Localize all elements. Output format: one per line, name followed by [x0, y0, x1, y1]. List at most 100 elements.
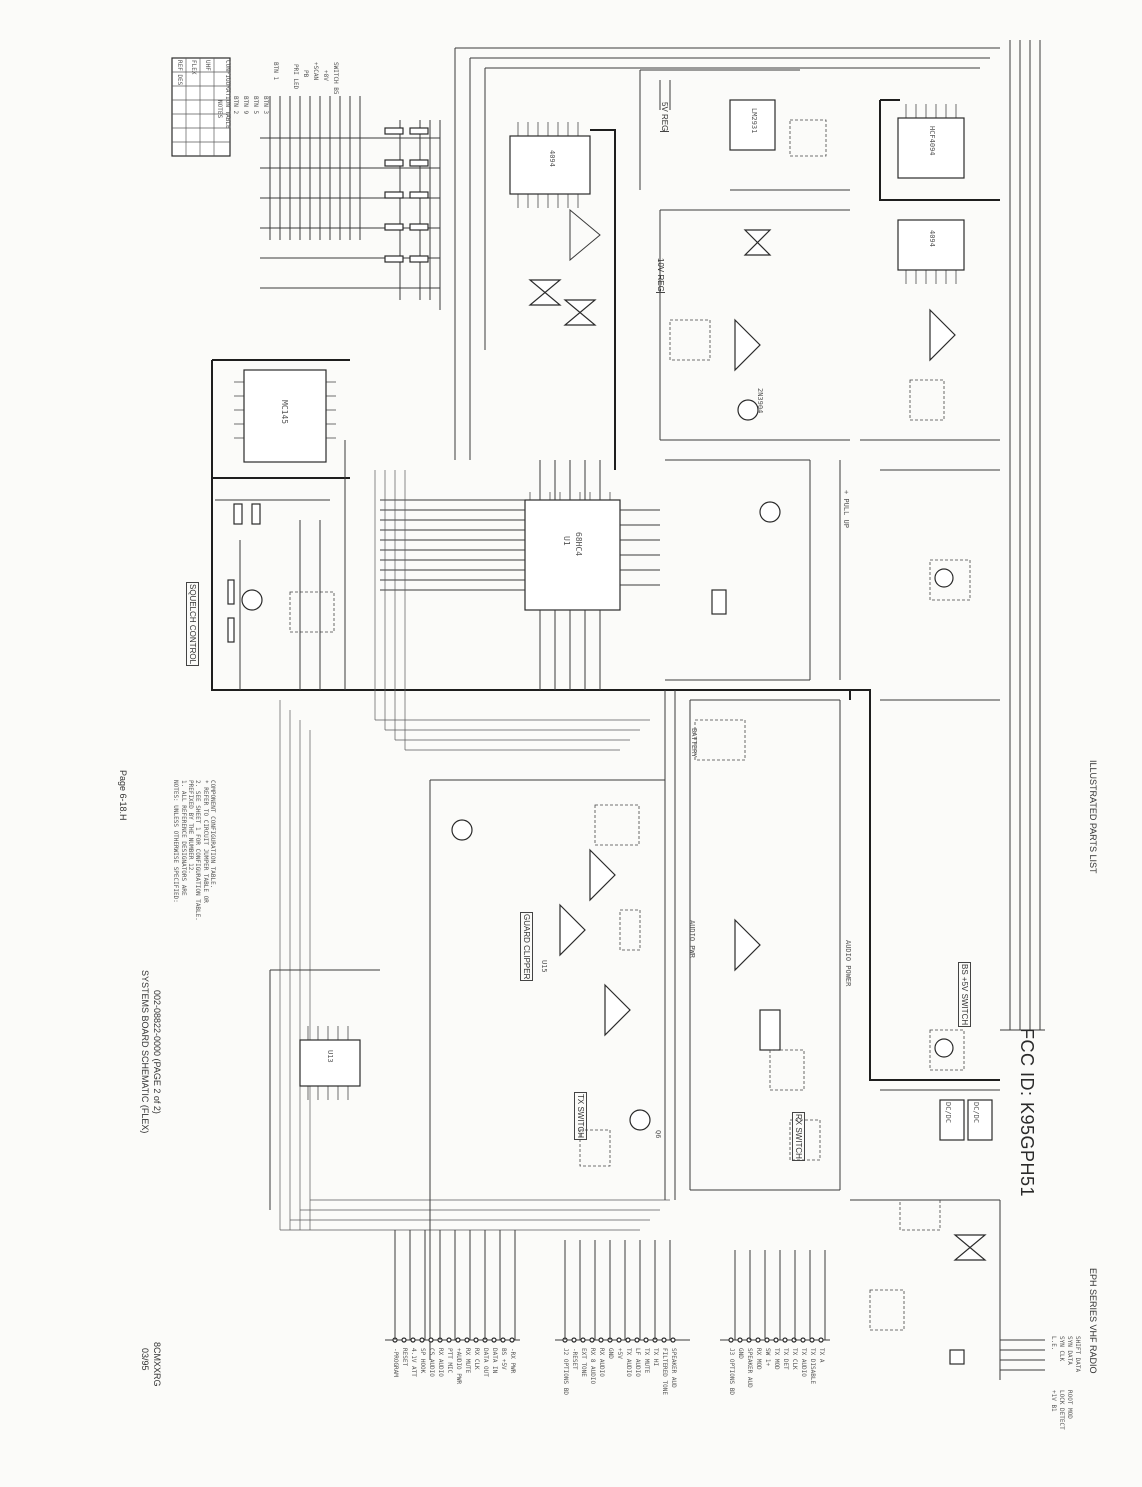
connector-pin: [464, 1337, 470, 1343]
battery-label: BATTERY: [690, 728, 698, 758]
switch-input-pins: [260, 96, 441, 310]
connector-pin: [661, 1337, 667, 1343]
connector-pin-label: TX HI: [652, 1348, 659, 1367]
audio-pwr-label: AUDIO PWR: [688, 920, 696, 958]
pin-label: PB: [302, 70, 309, 78]
connector-pin: [580, 1337, 586, 1343]
data-bus: [279, 470, 670, 1231]
connector-pin-label: 4.1V ATT: [410, 1348, 417, 1377]
connector-pin-label: EXT TONE: [580, 1348, 587, 1377]
pin-label: +1V B1: [1050, 1390, 1057, 1412]
tx-switch-label: TX SWITCH: [574, 1092, 587, 1140]
dc-dc-2-label: DC/DC: [972, 1102, 980, 1124]
connector-pin-label: RX AUDIO: [437, 1348, 444, 1377]
mc145-label: MC145: [280, 400, 289, 425]
document-code: 8CMXXRG: [152, 1342, 162, 1387]
notes-item-5: COMPONENT CONFIGURATION TABLE.: [209, 780, 216, 889]
connector-pin: [446, 1337, 452, 1343]
sheet-part-number: 002-08822-0000 (PAGE 2 of 2): [152, 990, 162, 1114]
q6-label: Q6: [654, 1130, 662, 1139]
guard-clipper-label: GUARD CLIPPER: [520, 912, 533, 982]
connector-pin-label: TX DET: [782, 1348, 789, 1370]
sheet-title: SYSTEMS BOARD SCHEMATIC (FLEX): [140, 970, 150, 1134]
pin-label: BTN 9: [242, 96, 249, 115]
configuration-table: [171, 57, 231, 157]
shift-register-upper-label: 4094: [548, 150, 556, 167]
bottom-connectors: [385, 1230, 830, 1343]
connector-pin-label: -RESET: [571, 1348, 578, 1370]
config-table-title: CONFIGURATION TABLE: [224, 60, 231, 129]
resistor-network-left: [384, 127, 429, 263]
config-table-col-4: NOTES: [216, 100, 223, 119]
oscillator-area: [665, 459, 1000, 681]
parts-list-heading: ILLUSTRATED PARTS LIST: [1088, 760, 1098, 874]
pin-label: SWITCH B5: [332, 62, 339, 95]
u13-label: U13: [326, 1050, 334, 1063]
squelch-control-area: [215, 440, 346, 690]
connector-pin-label: GND: [607, 1348, 614, 1359]
notes-heading: NOTES: UNLESS OTHERWISE SPECIFIED:: [172, 780, 179, 903]
squelch-control-label: SQUELCH CONTROL: [186, 582, 199, 667]
connector-pin-label: SP HOOK: [419, 1348, 426, 1374]
pin-label: SHIFT DATA: [1074, 1336, 1081, 1373]
connector-pin-label: TX MOD: [773, 1348, 780, 1370]
connector-pin-label: FILTERED TONE: [661, 1348, 668, 1395]
analog-switches: [528, 229, 987, 1261]
connector-pin-label: LF AUDIO: [634, 1348, 641, 1377]
connector-pin: [598, 1337, 604, 1343]
connector-pin: [764, 1337, 770, 1343]
connector-pin: [509, 1337, 515, 1343]
main-microcontroller: [380, 460, 660, 690]
five-volt-regulator: [639, 69, 850, 191]
connector-pin-label: SPEAKER AUD: [746, 1348, 753, 1388]
lm2931-label: LM2931: [750, 108, 758, 134]
notes-item-1: 1. ALL REFERENCE DESIGNATORS ARE: [180, 780, 187, 896]
hcf4094-label: HCF4094: [928, 126, 936, 156]
connector-pin: [625, 1337, 631, 1343]
connector-pin-label: +5V: [616, 1348, 623, 1359]
u1-part: 68HC4: [574, 532, 583, 557]
audio-power-amp: [689, 699, 841, 1191]
connector-pin-label: SPEAKER AUD: [670, 1348, 677, 1388]
shift-register-lower-label: 4094: [928, 230, 936, 247]
page-number: Page 6-18.H: [118, 770, 128, 821]
heavy-ground-trace: [211, 478, 1000, 1081]
connector-pin-label: RX 8 AUDIO: [589, 1348, 596, 1385]
series-title: EPH SERIES VHF RADIO: [1088, 1268, 1098, 1374]
rx-switch-label: RX SWITCH: [792, 1112, 805, 1161]
connector-pin: [455, 1337, 461, 1343]
dc-dc-converters: [880, 699, 1000, 1231]
pin-label: SYN CLK: [1058, 1336, 1065, 1362]
u15-label: U15: [540, 960, 548, 973]
connector-pin-label: +AUDIO PWR: [455, 1348, 462, 1385]
led-area: [850, 1199, 1045, 1380]
dc-dc-1-label: DC/DC: [944, 1102, 952, 1124]
pin-label: +SCAN: [312, 62, 319, 81]
u1-label: U1: [562, 536, 571, 546]
audio-power-label: AUDIO POWER: [844, 940, 852, 987]
config-table-col-1: REF DES: [176, 60, 183, 86]
connector-pin: [818, 1337, 824, 1343]
notes-item-2: PREFIXED BY THE NUMBER 12.: [187, 780, 194, 874]
fcc-id: FCC ID: K95GPH51: [1017, 1028, 1037, 1198]
connector-pin: [571, 1337, 577, 1343]
pin-label: BTN 3: [262, 96, 269, 115]
connector-pin: [473, 1337, 479, 1343]
connector-pin-label: TX A: [818, 1348, 825, 1363]
connector-pin-label: DATA IN: [491, 1348, 498, 1374]
connector-pin-label: TX AUDIO: [625, 1348, 632, 1377]
connector-pin-label: BS +5V: [500, 1348, 507, 1370]
connector-pin: [800, 1337, 806, 1343]
connector-pin: [634, 1337, 640, 1343]
connector-pin-label: TX MUTE: [643, 1348, 650, 1374]
connector-pin-label: CS AUDIO: [428, 1348, 435, 1377]
pin-label: BTN 1: [272, 62, 279, 81]
connector-pin-label: DATA OUT: [482, 1348, 489, 1377]
pin-label: L.E.: [1050, 1336, 1057, 1351]
pin-label: LOCK DETECT: [1058, 1390, 1065, 1430]
connector-pin-label: RX MOD: [755, 1348, 762, 1370]
connector-pin-label: RX AUDIO: [598, 1348, 605, 1377]
notes-block: NOTES: UNLESS OTHERWISE SPECIFIED: 1. AL…: [172, 780, 222, 970]
notes-item-3: 2. SEE SHEET 1 FOR CONFIGURATION TABLE.: [194, 780, 201, 921]
